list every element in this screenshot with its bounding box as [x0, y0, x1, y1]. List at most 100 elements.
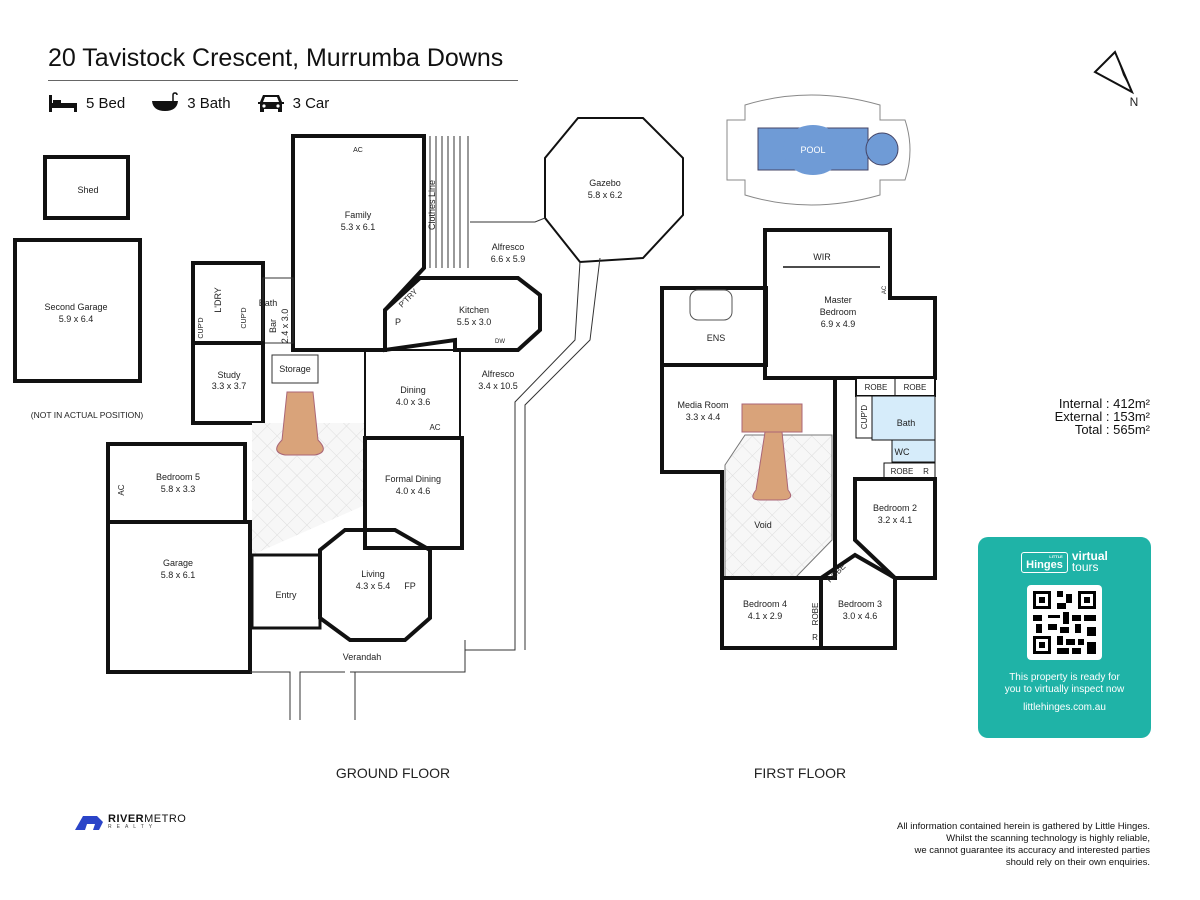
- room-size: 5.8 x 6.1: [161, 570, 196, 580]
- rivermetro-logo-icon: [75, 816, 103, 830]
- disclaimer-line: should rely on their own enquiries.: [1005, 857, 1150, 868]
- ground-floor-label: GROUND FLOOR: [336, 765, 450, 781]
- car-icon: [257, 95, 284, 112]
- tour-message: you to virtually inspect now: [1004, 684, 1125, 695]
- room-label: Bath: [259, 298, 278, 308]
- room-label: Void: [754, 520, 772, 530]
- kitchen: [383, 276, 542, 353]
- room-label: Bedroom 5: [156, 472, 200, 482]
- garage: [106, 520, 252, 674]
- shed: [43, 155, 130, 220]
- room-size: 3.3 x 3.7: [212, 381, 247, 391]
- room-label: Second Garage: [44, 302, 107, 312]
- product-line-1: virtual: [1071, 549, 1108, 563]
- room-label: Entry: [275, 590, 297, 600]
- storage: [271, 354, 319, 384]
- room-label: Bath: [897, 418, 916, 428]
- disclaimer-line: All information contained herein is gath…: [897, 821, 1150, 832]
- cupboard-label: CUP'D: [860, 405, 869, 429]
- agency-logo: RIVERMETRO REALTY: [75, 814, 186, 830]
- property-features: 5 Bed 3 Bath 3 Car: [48, 92, 329, 114]
- robe-label: R: [923, 467, 929, 476]
- room-label: ENS: [707, 333, 726, 343]
- agency-name-bold: RIVER: [108, 813, 145, 825]
- walkway: [465, 217, 601, 651]
- robe-label: ROBE: [904, 383, 927, 392]
- tour-url-link[interactable]: littlehinges.com.au: [1023, 702, 1106, 713]
- room-size: 2.4 x 3.0: [280, 309, 290, 344]
- room-label: Master: [824, 295, 852, 305]
- room-size: 3.0 x 4.6: [843, 611, 878, 621]
- room-size: 4.0 x 3.6: [396, 397, 431, 407]
- bedroom-3: [819, 552, 897, 650]
- room-size: 6.6 x 5.9: [491, 254, 526, 264]
- room-label: Bedroom 4: [743, 599, 787, 609]
- room-size: 4.1 x 2.9: [748, 611, 783, 621]
- area-label: Total: [1074, 422, 1103, 437]
- disclaimer: All information contained herein is gath…: [820, 821, 1150, 869]
- room-size: 6.9 x 4.9: [821, 319, 856, 329]
- room-label: Storage: [279, 364, 311, 374]
- room-label: Media Room: [677, 400, 728, 410]
- room-label: L'DRY: [213, 287, 223, 313]
- area-value: : 412m²: [1105, 396, 1150, 411]
- position-note: (NOT IN ACTUAL POSITION): [31, 410, 144, 420]
- qr-code[interactable]: [1027, 585, 1102, 660]
- entry: [250, 553, 322, 630]
- study: [191, 341, 265, 425]
- room-size: 4.0 x 4.6: [396, 486, 431, 496]
- agency-subtitle: REALTY: [108, 824, 158, 830]
- compass-label: N: [1130, 95, 1139, 109]
- room-label: Formal Dining: [385, 474, 441, 484]
- first-floor-label: FIRST FLOOR: [754, 765, 846, 781]
- room-size: 4.3 x 5.4: [356, 581, 391, 591]
- room-label: Dining: [400, 385, 426, 395]
- room-label: CUP'D: [198, 317, 205, 338]
- pool-label: POOL: [800, 145, 825, 155]
- room-label: Verandah: [343, 652, 382, 662]
- feature-bath: 3 Bath: [151, 92, 231, 114]
- room-label: WIR: [813, 252, 831, 262]
- room-size: 3.4 x 10.5: [478, 381, 518, 391]
- area-label: External: [1054, 409, 1103, 424]
- room-size: 5.3 x 6.1: [341, 222, 376, 232]
- staircase: [276, 391, 324, 456]
- brand-small: LITTLE: [1049, 553, 1063, 559]
- room-size: 5.8 x 3.3: [161, 484, 196, 494]
- second-garage: [13, 238, 142, 383]
- room-label: Bar: [268, 319, 278, 333]
- bed-icon: [49, 95, 77, 112]
- clothes-line-label: Clothes Line: [427, 180, 437, 230]
- room-size: 3.3 x 4.4: [686, 412, 721, 422]
- bar: [262, 277, 294, 344]
- hallway: [252, 423, 365, 555]
- room-label: WC: [895, 447, 910, 457]
- product-line-2: tours: [1071, 560, 1099, 574]
- ac-label: AC: [429, 423, 440, 432]
- title-divider: [48, 80, 518, 81]
- room-label: Garage: [163, 558, 193, 568]
- room-label: Bedroom 2: [873, 503, 917, 513]
- brand-name: Hinges: [1026, 558, 1063, 571]
- area-value: : 565m²: [1105, 422, 1150, 437]
- verandah-outline: [250, 640, 466, 720]
- robe-label: ROBE: [865, 383, 888, 392]
- ground-floor-plan: Shed Second Garage 5.9 x 6.4 (NOT IN ACT…: [13, 117, 684, 720]
- feature-label: 3 Car: [292, 94, 330, 112]
- clothes-line: [429, 136, 469, 268]
- bedroom-2: [853, 477, 937, 580]
- room-label: Study: [217, 370, 241, 380]
- room-size: 5.5 x 3.0: [457, 317, 492, 327]
- robe-label: ROBE: [891, 467, 914, 476]
- living: [318, 528, 432, 642]
- room-size: 3.2 x 4.1: [878, 515, 913, 525]
- property-title: 20 Tavistock Crescent, Murrumba Downs: [48, 44, 504, 72]
- area-label: Internal: [1058, 396, 1103, 411]
- feature-label: 5 Bed: [86, 94, 126, 112]
- tour-message: This property is ready for: [1009, 672, 1120, 683]
- area-summary: Internal : 412m² External : 153m² Total …: [1010, 397, 1150, 436]
- room-label: Living: [361, 569, 385, 579]
